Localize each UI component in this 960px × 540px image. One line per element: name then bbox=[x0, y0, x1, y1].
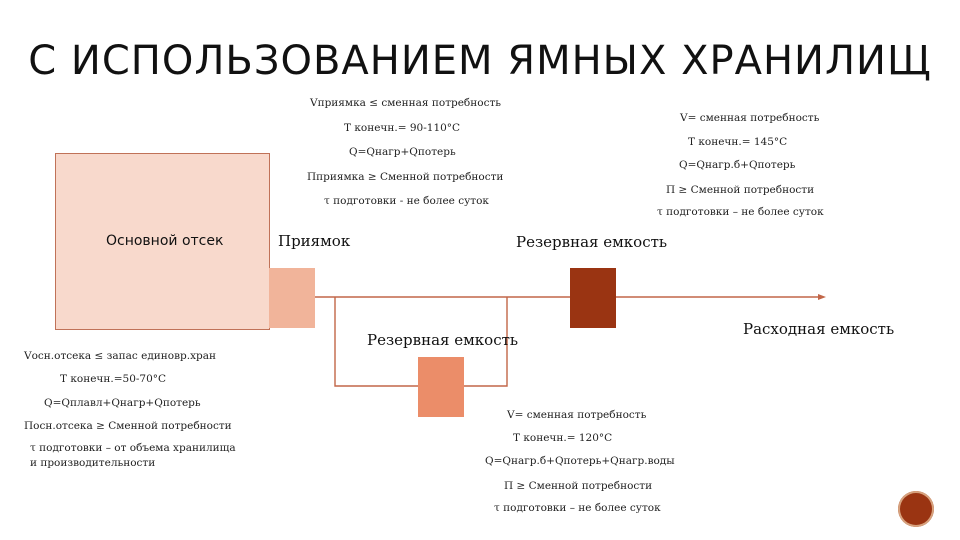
reserve-lower-param-temperature: Т конечн.= 120°С bbox=[513, 432, 613, 444]
reserve-lower-param-heat: Q=Qнагр.б+Qпотерь+Qнагр.воды bbox=[485, 455, 675, 467]
pit-param-productivity: Пприямка ≥ Сменной потребности bbox=[307, 171, 504, 183]
decorative-circle-badge bbox=[898, 491, 934, 527]
main-param-prep-time-cont: и производительности bbox=[30, 457, 156, 469]
main-param-temperature: Т конечн.=50-70°С bbox=[60, 373, 167, 385]
reserve-lower-param-prep-time: τ подготовки – не более суток bbox=[494, 502, 661, 514]
lower-branch-line-in bbox=[334, 297, 418, 387]
pit-box bbox=[269, 268, 315, 328]
reserve-lower-param-productivity: П ≥ Сменной потребности bbox=[504, 480, 653, 492]
reserve-upper-param-heat: Q=Qнагр.б+Qпотерь bbox=[679, 159, 796, 171]
reserve-upper-label: Резервная емкость bbox=[516, 233, 668, 251]
reserve-upper-param-temperature: Т конечн.= 145°С bbox=[688, 136, 788, 148]
reserve-upper-box bbox=[570, 268, 616, 328]
main-compartment-label: Основной отсек bbox=[106, 233, 224, 249]
pit-param-temperature: Т конечн.= 90-110°С bbox=[344, 122, 461, 134]
main-compartment-box bbox=[55, 153, 270, 330]
reserve-upper-param-prep-time: τ подготовки – не более суток bbox=[657, 206, 824, 218]
pit-label: Приямок bbox=[278, 232, 351, 250]
pit-param-prep-time: τ подготовки - не более суток bbox=[324, 195, 489, 207]
main-param-prep-time: τ подготовки – от объема хранилища bbox=[30, 442, 236, 454]
reserve-upper-param-volume: V= сменная потребность bbox=[680, 112, 820, 124]
flow-arrow-head bbox=[818, 294, 826, 300]
reserve-lower-param-volume: V= сменная потребность bbox=[507, 409, 647, 421]
main-param-volume: Vосн.отсека ≤ запас единовр.хран bbox=[24, 350, 216, 362]
reserve-lower-label: Резервная емкость bbox=[367, 331, 519, 349]
pit-param-volume: Vприямка ≤ сменная потребность bbox=[310, 97, 501, 109]
page-title: С ИСПОЛЬЗОВАНИЕМ ЯМНЫХ ХРАНИЛИЩ bbox=[28, 38, 932, 84]
lower-branch-line-out bbox=[464, 297, 508, 387]
reserve-lower-box bbox=[418, 357, 464, 417]
main-param-productivity: Посн.отсека ≥ Сменной потребности bbox=[24, 420, 232, 432]
main-param-heat: Q=Qплавл+Qнагр+Qпотерь bbox=[44, 397, 201, 409]
pit-param-heat: Q=Qнагр+Qпотерь bbox=[349, 146, 456, 158]
consumption-tank-label: Расходная емкость bbox=[743, 320, 895, 338]
reserve-upper-param-productivity: П ≥ Сменной потребности bbox=[666, 184, 815, 196]
